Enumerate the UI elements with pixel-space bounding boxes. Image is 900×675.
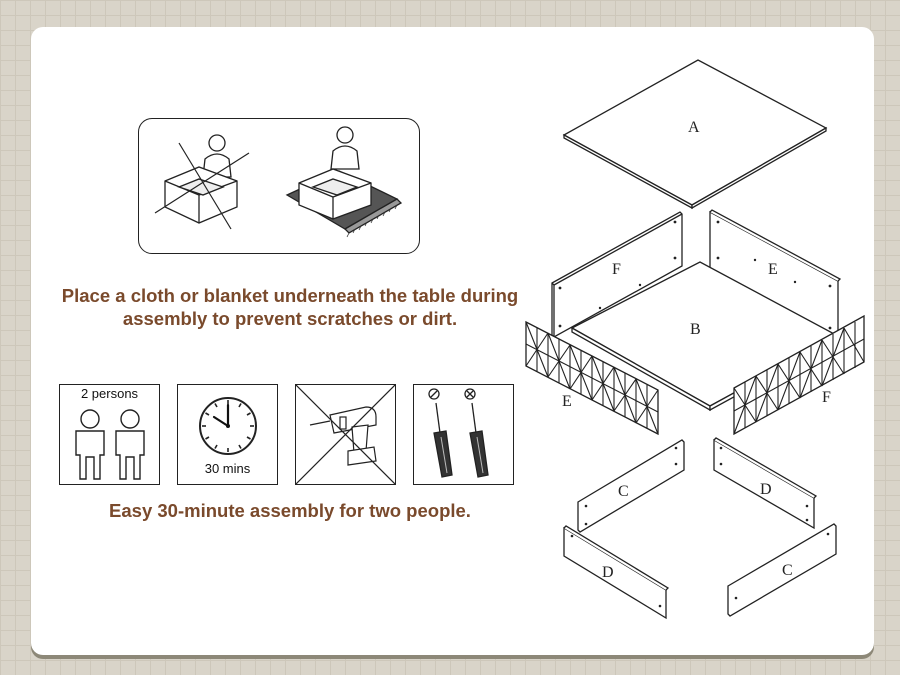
cloth-caption-line1: Place a cloth or blanket underneath the … bbox=[61, 285, 519, 306]
label-c-front: C bbox=[782, 562, 793, 579]
time-label: 30 mins bbox=[204, 461, 251, 476]
cloth-warning-illustration bbox=[138, 118, 420, 254]
two-persons-icon bbox=[75, 409, 145, 480]
no-drill-icon-box bbox=[295, 384, 396, 485]
persons-label: 2 persons bbox=[80, 386, 139, 401]
clock-icon bbox=[199, 397, 257, 455]
screwdrivers-icon bbox=[428, 388, 489, 478]
two-persons-icon-box: 2 persons bbox=[59, 384, 160, 485]
label-d-back: D bbox=[760, 481, 772, 498]
label-f-front: F bbox=[822, 389, 831, 406]
label-e-back: E bbox=[768, 261, 778, 278]
cloth-caption-line2: assembly to prevent scratches or dirt. bbox=[122, 308, 458, 329]
exploded-assembly-diagram: A B F E E F C D D C bbox=[525, 59, 865, 620]
assembly-caption: Easy 30-minute assembly for two people. bbox=[109, 500, 471, 521]
part-c-back-leg bbox=[577, 439, 685, 533]
part-c-front-leg bbox=[727, 523, 837, 617]
cloth-caption: Place a cloth or blanket underneath the … bbox=[40, 284, 540, 330]
label-c-back: C bbox=[618, 483, 629, 500]
screwdrivers-icon-box bbox=[413, 384, 514, 485]
label-f-back: F bbox=[612, 261, 621, 278]
correct-with-cloth-icon bbox=[285, 126, 403, 238]
label-a: A bbox=[688, 119, 700, 136]
label-d-front: D bbox=[602, 564, 614, 581]
label-e-front: E bbox=[562, 393, 572, 410]
no-power-drill-icon bbox=[296, 385, 395, 484]
label-b: B bbox=[690, 321, 701, 338]
clock-icon-box: 30 mins bbox=[177, 384, 278, 485]
part-d-front-leg bbox=[563, 526, 667, 620]
